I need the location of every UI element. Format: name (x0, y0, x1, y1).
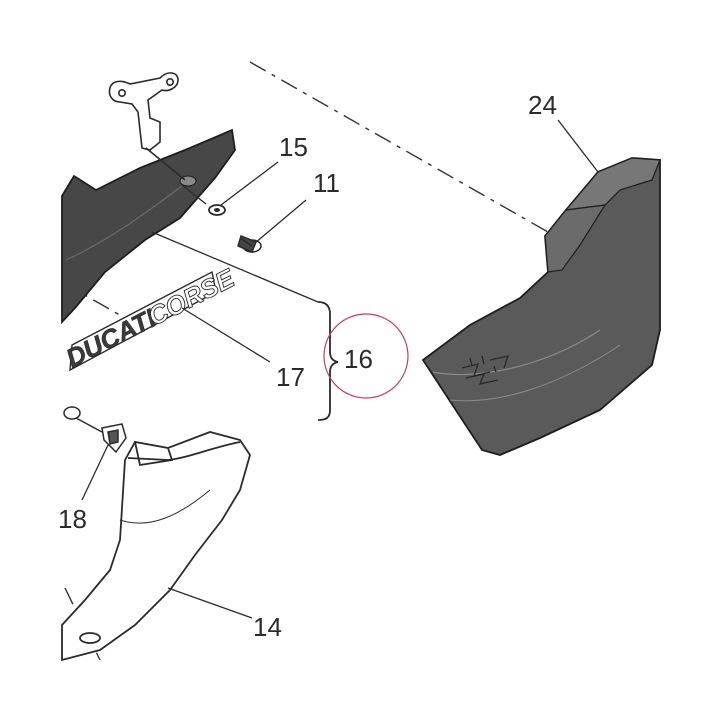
highlight-circle (323, 313, 409, 399)
leader-18 (81, 444, 109, 501)
callout-24: 24 (528, 90, 557, 120)
callout-17: 17 (276, 362, 305, 392)
leader-15 (220, 161, 279, 206)
decal-word-ducati: DUCATI (61, 303, 161, 374)
leader-11 (254, 199, 307, 244)
leader-14 (167, 587, 253, 619)
part-11-screw[interactable] (237, 234, 262, 253)
part-18-screw-and-clip[interactable] (63, 406, 127, 454)
mounting-bracket[interactable] (108, 72, 186, 181)
part-15-washer[interactable] (181, 184, 226, 216)
assembly-axis-line-rear (249, 61, 549, 233)
leader-24 (557, 119, 599, 173)
callout-14: 14 (253, 612, 282, 642)
lower-mount-hole (79, 632, 101, 644)
part-24-rear-mudguard[interactable] (421, 157, 661, 456)
group-brace-16 (317, 301, 339, 421)
callout-11: 11 (313, 168, 340, 198)
callout-18: 18 (58, 504, 87, 534)
part-14-lower-fairing[interactable] (61, 431, 251, 662)
part-16-side-panel[interactable] (61, 128, 236, 325)
decal-word-corse: CORSE (143, 263, 240, 332)
callout-16: 16 (344, 344, 373, 374)
embossed-logo-mark (461, 355, 509, 385)
callout-15: 15 (279, 132, 308, 162)
leader-16 (151, 231, 319, 303)
leader-17 (181, 307, 271, 363)
